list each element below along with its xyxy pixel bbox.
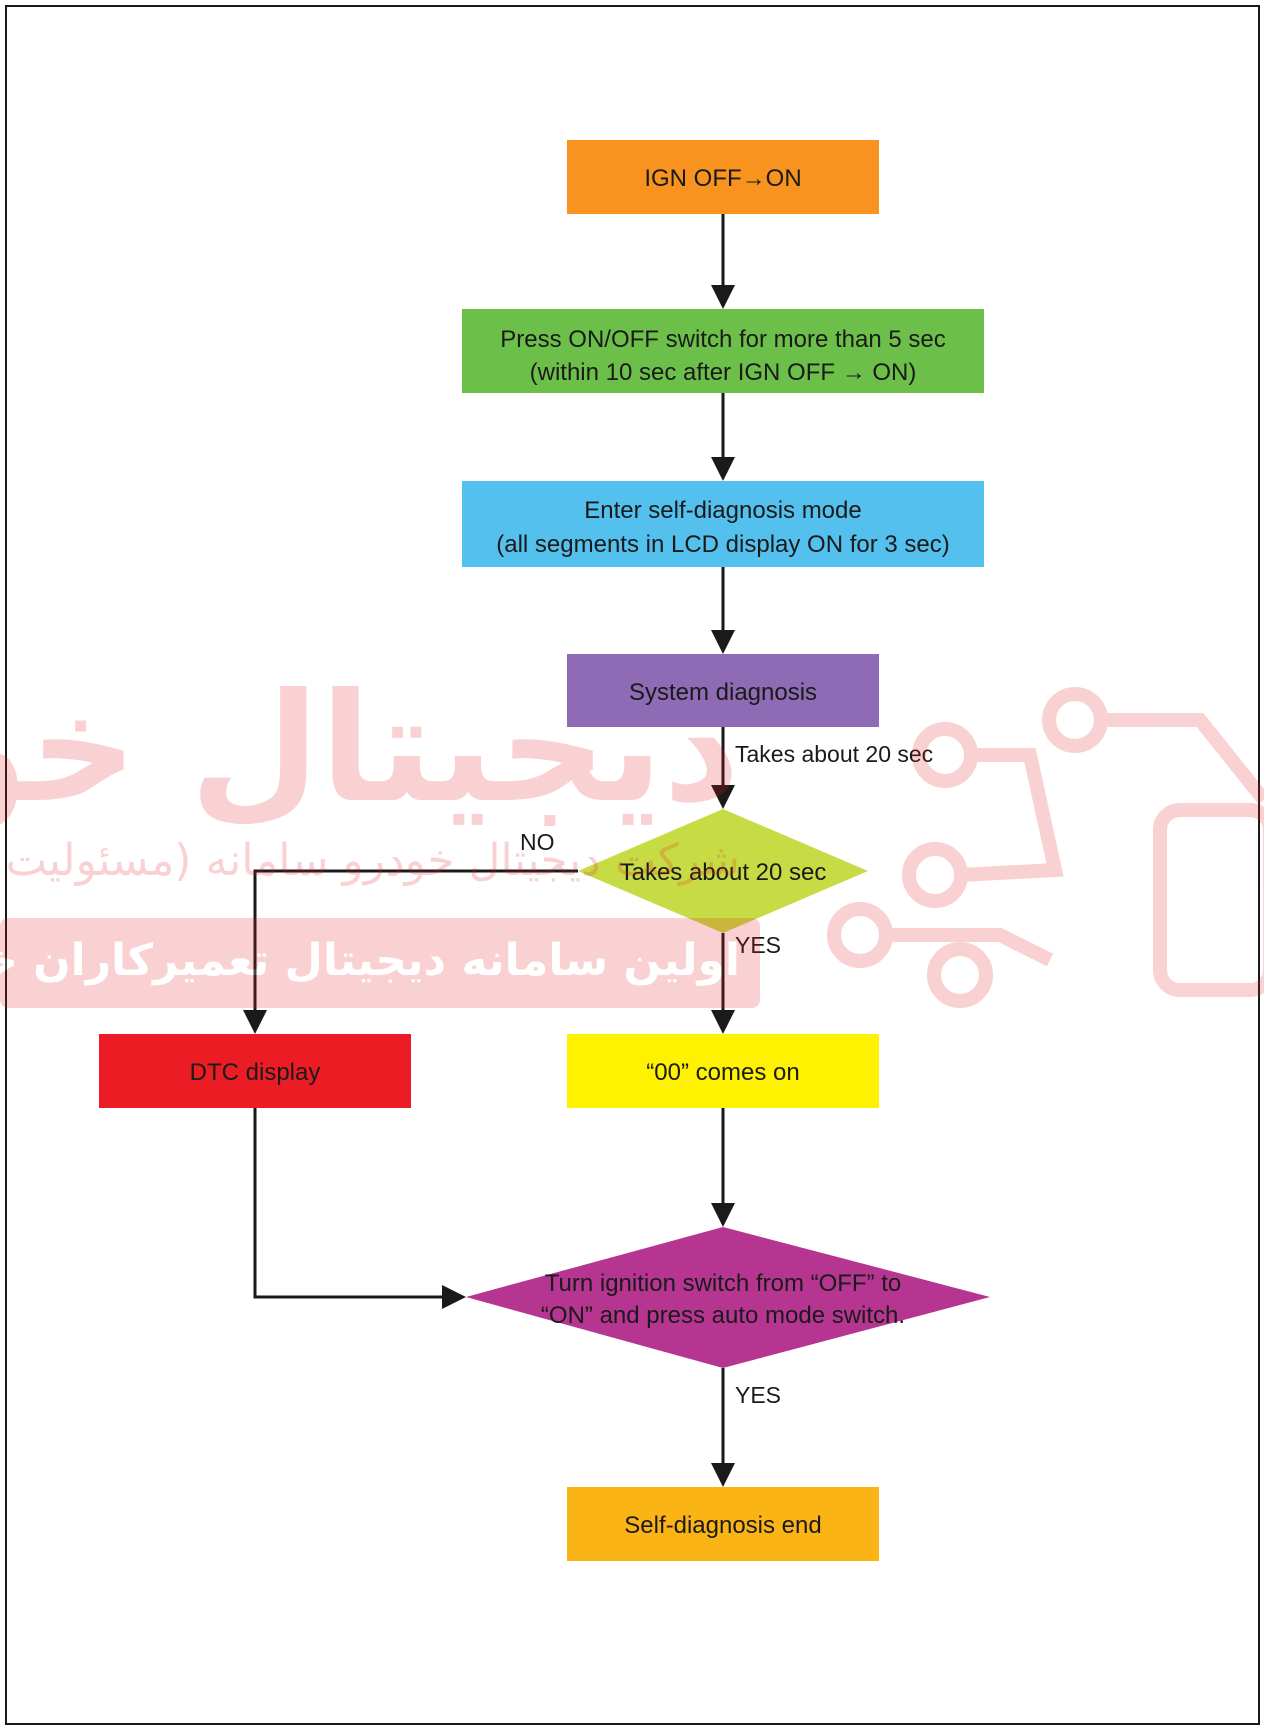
node-label: IGN OFF→ON xyxy=(644,165,801,192)
edge-label-yes-1: YES xyxy=(735,932,781,958)
node-decision-turn-ignition: Turn ignition switch from “OFF” to “ON” … xyxy=(466,1227,990,1368)
arrowhead-icon xyxy=(243,1010,267,1034)
watermark-line1: شرکت دیجیتال خودرو سامانه (مسئولیت محدود… xyxy=(0,835,740,886)
watermark-line2: اولین سامانه دیجیتال تعمیرکاران خودرو در… xyxy=(0,935,740,986)
node-label: “00” comes on xyxy=(646,1059,799,1086)
decision-label-line2: “ON” and press auto mode switch. xyxy=(541,1302,905,1329)
node-label-line1: Press ON/OFF switch for more than 5 sec xyxy=(500,326,945,353)
node-self-diagnosis-end: Self-diagnosis end xyxy=(567,1487,879,1561)
node-ign-off-on: IGN OFF→ON xyxy=(567,140,879,214)
edge-label-takes-time: Takes about 20 sec xyxy=(735,741,933,767)
watermark-logo-text: دیجیتال خودرو xyxy=(0,662,740,837)
edge-decision1-no-to-dtc xyxy=(253,869,578,1010)
edge-dtc-to-decision2 xyxy=(253,1108,442,1299)
node-label-line2: (all segments in LCD display ON for 3 se… xyxy=(496,531,950,558)
decision-label: Takes about 20 sec xyxy=(620,859,827,886)
decision-label-line1: Turn ignition switch from “OFF” to xyxy=(545,1270,902,1297)
watermark-band xyxy=(0,918,760,1008)
node-label-line2: (within 10 sec after IGN OFF → ON) xyxy=(530,359,917,386)
arrowhead-icon xyxy=(711,457,735,481)
node-decision-takes-20-sec: Takes about 20 sec xyxy=(578,809,868,933)
connectors xyxy=(243,214,735,1487)
arrowhead-icon xyxy=(711,1463,735,1487)
node-00-comes-on: “00” comes on xyxy=(567,1034,879,1108)
edge-label-yes-2: YES xyxy=(735,1382,781,1408)
node-label-line1: Enter self-diagnosis mode xyxy=(584,497,861,524)
node-press-switch: Press ON/OFF switch for more than 5 sec … xyxy=(462,309,984,393)
watermark: دیجیتال خودرو شرکت دیجیتال خودرو سامانه … xyxy=(0,662,1264,1008)
arrowhead-icon xyxy=(442,1285,466,1309)
node-system-diagnosis: System diagnosis xyxy=(567,654,879,727)
node-label: System diagnosis xyxy=(629,679,817,706)
arrowhead-icon xyxy=(711,785,735,809)
node-dtc-display: DTC display xyxy=(99,1034,411,1108)
node-label: DTC display xyxy=(190,1059,321,1086)
car-circuit-logo-icon xyxy=(827,687,1264,1008)
edge-label-no: NO xyxy=(520,829,555,855)
arrowhead-icon xyxy=(711,1203,735,1227)
node-enter-self-diagnosis: Enter self-diagnosis mode (all segments … xyxy=(462,481,984,567)
arrowhead-icon xyxy=(711,1010,735,1034)
arrowhead-icon xyxy=(711,285,735,309)
node-label: Self-diagnosis end xyxy=(624,1512,821,1539)
arrowhead-icon xyxy=(711,630,735,654)
